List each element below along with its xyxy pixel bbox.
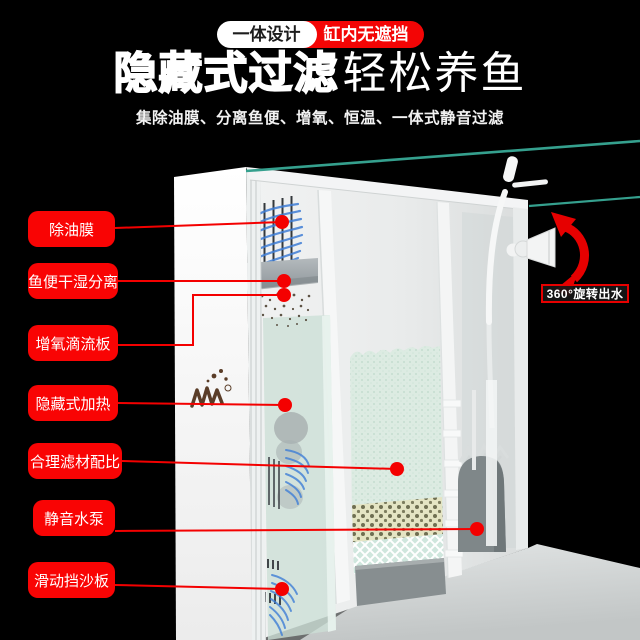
outlet-hose bbox=[485, 189, 508, 325]
badge-integrated-design: 一体设计 bbox=[216, 21, 317, 48]
glass-panel bbox=[263, 315, 336, 640]
heater-body bbox=[274, 412, 308, 444]
divider-1 bbox=[318, 190, 350, 604]
filter-foam bbox=[350, 345, 443, 520]
box-top-rim bbox=[246, 167, 528, 210]
pump-compartment bbox=[458, 380, 510, 552]
page-title: 隐藏式过滤轻松养鱼 bbox=[0, 48, 640, 100]
callout-label-media-ratio: 合理滤材配比 bbox=[28, 443, 122, 479]
badge-no-obstruction: 缸内无遮挡 bbox=[303, 21, 424, 48]
filter-box bbox=[174, 156, 556, 640]
subtitle: 集除油膜、分离鱼便、增氧、恒温、一体式静音过滤 bbox=[135, 110, 504, 127]
bio-media-layer bbox=[352, 497, 443, 546]
media-base-tray bbox=[355, 558, 446, 606]
faucet-handle bbox=[503, 156, 518, 183]
water-flow-bottom bbox=[269, 574, 298, 636]
callout-label-waste-separation: 鱼便干湿分离 bbox=[28, 263, 118, 299]
callout-label-drip-plate: 增氧滴流板 bbox=[28, 325, 118, 361]
water-flow-mid bbox=[285, 449, 310, 505]
callout-label-sand-baffle: 滑动挡沙板 bbox=[28, 562, 115, 598]
divider-2 bbox=[436, 201, 464, 579]
rotating-outlet-label: 360°旋转出水 bbox=[541, 284, 629, 303]
box-right-face bbox=[513, 207, 528, 550]
compartment-1 bbox=[246, 196, 336, 640]
glass-rim-lines bbox=[245, 139, 640, 208]
outlet-assembly bbox=[485, 156, 556, 429]
callout-label-oil-film: 除油膜 bbox=[28, 211, 115, 247]
title-strong-text: 隐藏式过滤 bbox=[113, 48, 339, 99]
title-light-text: 轻松养鱼 bbox=[342, 49, 527, 98]
callout-dots bbox=[275, 215, 484, 596]
brand-logo bbox=[190, 369, 232, 408]
callout-lines bbox=[114, 221, 478, 590]
callout-label-hidden-heater: 隐藏式加热 bbox=[28, 385, 118, 421]
filter-media-stack bbox=[350, 345, 446, 606]
pump-pipe bbox=[486, 380, 497, 546]
callout-label-silent-pump: 静音水泵 bbox=[33, 500, 115, 536]
header-badges: 一体设计 缸内无遮挡 bbox=[0, 21, 640, 48]
rotating-nozzle bbox=[526, 227, 556, 268]
